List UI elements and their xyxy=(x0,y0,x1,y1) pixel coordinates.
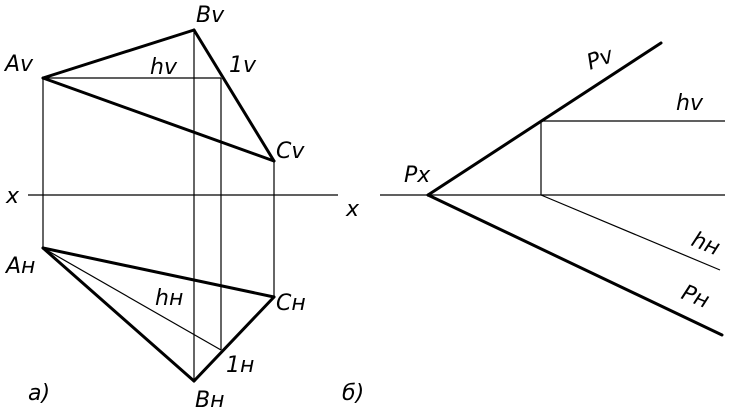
label-cv: Cv xyxy=(276,139,305,164)
label-px: Px xyxy=(404,163,431,188)
horizontal-hh-line-b xyxy=(540,194,721,271)
label-av: Av xyxy=(3,52,34,77)
label-axis-x-left: x xyxy=(5,184,20,209)
figure-b: Px Pv hv hн Pн б) xyxy=(342,41,725,406)
label-hh: hн xyxy=(155,286,183,311)
trace-pv xyxy=(426,41,663,197)
figure-a: Av Bv Cv hv 1v x x Aн Cн hн 1н Bн а) xyxy=(3,3,360,412)
label-bh: Bн xyxy=(195,388,224,412)
label-axis-x-right: x xyxy=(345,197,360,222)
caption-b: б) xyxy=(342,381,364,406)
label-hv: hv xyxy=(150,55,178,80)
edge-ah-bh xyxy=(41,246,196,383)
edge-bv-cv xyxy=(192,28,276,163)
label-hh-b: hн xyxy=(688,227,724,261)
label-1h: 1н xyxy=(226,353,254,378)
label-ch: Cн xyxy=(276,291,306,316)
label-1v: 1v xyxy=(229,53,257,78)
edge-av-cv xyxy=(41,76,276,163)
edge-ah-ch xyxy=(41,246,276,299)
label-bv: Bv xyxy=(196,3,225,28)
label-ah: Aн xyxy=(4,254,35,279)
horizontal-hh-line xyxy=(42,247,222,351)
label-hv-b: hv xyxy=(676,91,704,116)
edge-bh-ch xyxy=(192,295,276,383)
caption-a: а) xyxy=(28,381,50,406)
label-pv: Pv xyxy=(584,43,618,76)
trace-ph xyxy=(426,193,724,337)
label-ph: Pн xyxy=(678,280,713,314)
edge-av-bv xyxy=(41,28,196,80)
